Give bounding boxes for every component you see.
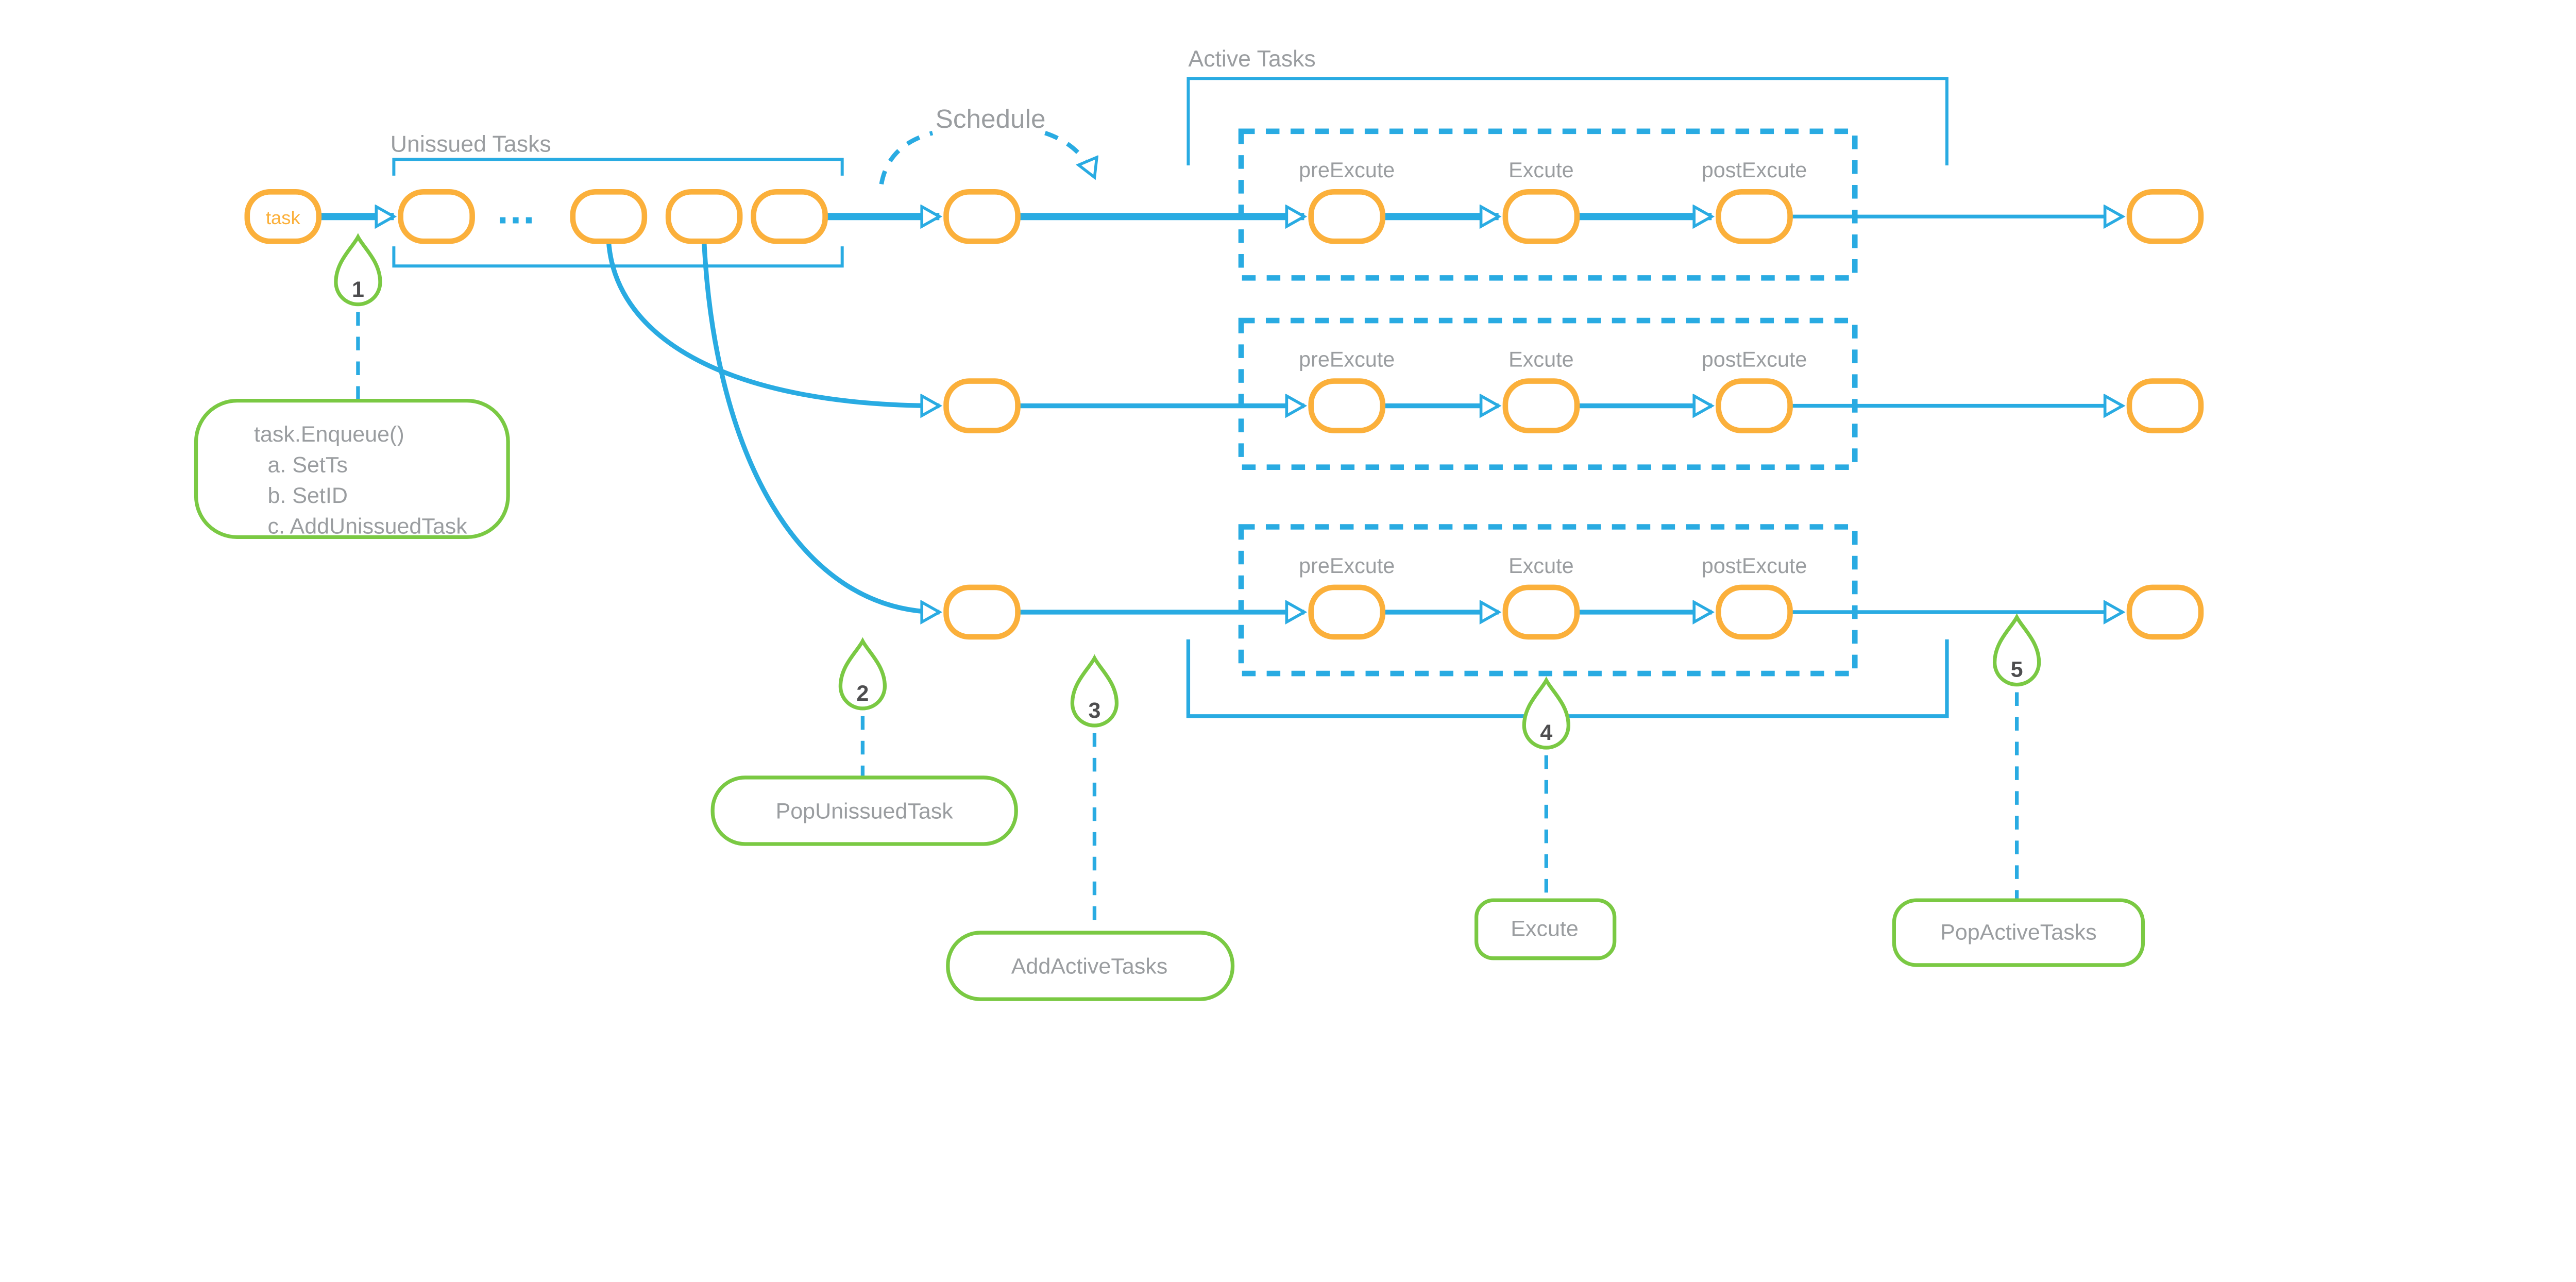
scheduled-node-row1	[943, 189, 1021, 244]
end-node-row2	[2126, 378, 2204, 433]
excute-node-row1	[1502, 189, 1580, 244]
annotation-box-2-label: PopUnissuedTask	[776, 799, 954, 823]
annotation-box-4-label: Excute	[1511, 917, 1578, 941]
unissued-node-1	[398, 189, 475, 244]
post-excute-node-row2	[1716, 378, 1793, 433]
annotation-box-1-line4: c. AddUnissuedTask	[268, 514, 468, 539]
scheduled-node-row2	[943, 378, 1021, 433]
arrow-queue-to-scheduled-row2	[606, 241, 939, 406]
scheduled-node-row3	[943, 584, 1021, 640]
annotation-number-5: 5	[2011, 657, 2023, 682]
annotation-marker-1	[334, 233, 382, 307]
active-task-box-row2	[1238, 317, 1858, 470]
post-excute-label-row3: postExcute	[1702, 554, 1807, 578]
pre-excute-label-row1: preExcute	[1299, 158, 1395, 182]
active-task-box-row3	[1238, 524, 1858, 677]
annotation-box-3-label: AddActiveTasks	[1011, 954, 1168, 979]
annotation-box-1	[194, 398, 510, 539]
unissued-bracket-top	[392, 158, 844, 176]
annotation-box-4	[1475, 898, 1617, 960]
end-node-row3	[2126, 584, 2204, 640]
annotation-marker-4	[1522, 676, 1570, 750]
schedule-arc-left	[879, 130, 934, 185]
excute-node-row3	[1502, 584, 1580, 640]
post-excute-node-row1	[1716, 189, 1793, 244]
annotation-marker-5	[1992, 613, 2041, 687]
excute-node-row2	[1502, 378, 1580, 433]
unissued-node-2	[570, 189, 648, 244]
annotation-number-1: 1	[352, 277, 364, 302]
annotation-box-1-line2: a. SetTs	[268, 453, 348, 478]
annotation-marker-3	[1070, 654, 1119, 728]
pre-excute-node-row1	[1308, 189, 1385, 244]
excute-label-row3: Excute	[1509, 554, 1573, 578]
annotation-marker-2	[838, 637, 887, 711]
unissued-node-4	[751, 189, 828, 244]
annotations: 1 task.Enqueue() a. SetTs b. SetID c. Ad…	[194, 233, 2145, 1001]
annotation-box-2	[710, 775, 1018, 846]
pre-excute-node-row2	[1308, 378, 1385, 433]
post-excute-label-row2: postExcute	[1702, 347, 1807, 371]
pre-excute-label-row2: preExcute	[1299, 347, 1395, 371]
annotation-box-3	[946, 931, 1235, 1001]
unissued-node-3	[665, 189, 743, 244]
excute-label-row2: Excute	[1509, 347, 1573, 371]
end-node-row1	[2126, 189, 2204, 244]
stage-labels: preExcute Excute postExcute preExcute Ex…	[1299, 158, 1807, 578]
post-excute-node-row3	[1716, 584, 1793, 640]
arrow-queue-to-scheduled-row3	[702, 241, 940, 612]
annotation-number-2: 2	[856, 681, 869, 706]
unissued-bracket-bottom	[392, 246, 844, 268]
active-tasks-label: Active Tasks	[1188, 46, 1315, 72]
annotation-box-5	[1892, 898, 2145, 967]
unissued-tasks-label: Unissued Tasks	[391, 132, 551, 157]
post-excute-label-row1: postExcute	[1702, 158, 1807, 182]
schedule-arc-right	[1044, 131, 1094, 177]
active-bracket-top	[1187, 77, 1948, 165]
task-node-label: task	[266, 207, 301, 228]
annotation-box-5-label: PopActiveTasks	[1940, 920, 2097, 944]
pre-excute-label-row3: preExcute	[1299, 554, 1395, 578]
flow-arrows	[318, 216, 2123, 612]
schedule-label: Schedule	[936, 104, 1046, 133]
schedule-group: Schedule	[879, 104, 1095, 185]
active-tasks-group: Active Tasks	[1186, 46, 1949, 718]
annotation-box-1-line3: b. SetID	[268, 483, 348, 508]
annotation-number-3: 3	[1088, 698, 1100, 723]
nodes: task ...	[244, 186, 2204, 640]
unissued-tasks-group: Unissued Tasks	[391, 132, 844, 268]
annotation-box-1-line1: task.Enqueue()	[254, 422, 404, 447]
annotation-number-4: 4	[1540, 720, 1552, 745]
task-scheduling-diagram: Unissued Tasks Active Tasks Schedule	[194, 46, 2204, 1001]
queue-ellipsis: ...	[497, 186, 536, 232]
task-node	[244, 189, 322, 244]
pre-excute-node-row3	[1308, 584, 1385, 640]
active-bracket-bottom	[1186, 639, 1949, 718]
active-task-box-row1	[1238, 128, 1858, 281]
excute-label-row1: Excute	[1509, 158, 1573, 182]
